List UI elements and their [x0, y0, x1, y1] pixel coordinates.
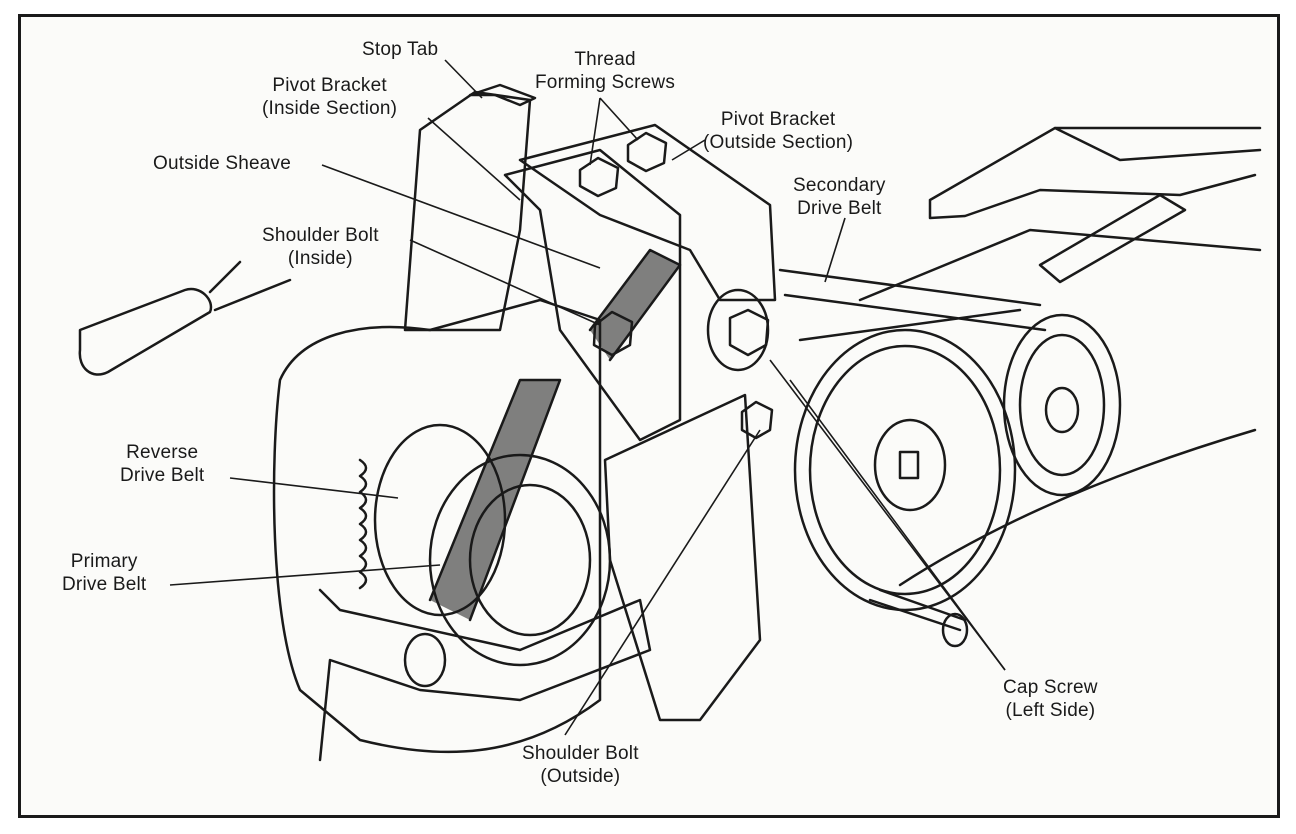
tension-spring — [358, 458, 368, 590]
thread-forming-screws — [578, 131, 668, 198]
axle-end — [941, 612, 969, 648]
leader-reverse-belt — [229, 477, 399, 499]
shoulder-bolt-outside-head — [740, 400, 774, 440]
deck-side — [858, 228, 1262, 587]
leader-shoulder-inside — [409, 239, 601, 326]
housing-plate — [272, 298, 602, 754]
label-secondary-drive-belt: Secondary Drive Belt — [793, 175, 886, 219]
label-reverse-drive-belt: Reverse Drive Belt — [120, 442, 205, 486]
leader-pivot-outside — [671, 139, 706, 161]
leader-primary-belt — [169, 564, 441, 586]
leader-secondary-belt — [824, 217, 846, 283]
label-primary-drive-belt: Primary Drive Belt — [62, 551, 147, 595]
leader-screw-1 — [589, 97, 601, 166]
lower-plate — [603, 393, 762, 722]
leader-stop-tab — [444, 59, 483, 99]
leader-shoulder-outside — [564, 429, 761, 736]
leader-cap-screw-2 — [789, 379, 1006, 671]
label-cap-screw-left-side: Cap Screw (Left Side) — [1003, 677, 1098, 721]
cable-wire — [208, 260, 292, 312]
pivot-bracket-inside — [503, 148, 682, 442]
stop-tab — [468, 83, 537, 107]
large-drive-pulley — [793, 328, 1017, 612]
label-thread-forming-screws: Thread Forming Screws — [535, 49, 676, 93]
rear-frame-plate — [928, 126, 1262, 220]
cable-handle — [78, 287, 213, 376]
label-stop-tab: Stop Tab — [362, 39, 439, 60]
label-pivot-bracket-inside: Pivot Bracket (Inside Section) — [262, 75, 398, 119]
bottom-bolt — [403, 632, 447, 688]
leader-outside-sheave — [321, 164, 601, 269]
bottom-linkage — [318, 588, 652, 762]
pivot-bracket-outside — [518, 123, 777, 302]
leader-pivot-inside — [427, 117, 521, 201]
stop-tab-bracket — [403, 90, 532, 332]
label-pivot-bracket-outside: Pivot Bracket (Outside Section) — [703, 109, 854, 153]
label-outside-sheave: Outside Sheave — [153, 153, 291, 174]
secondary-drive-belt-shape — [778, 268, 1047, 342]
side-bar — [1038, 193, 1187, 284]
leader-lines — [169, 59, 1006, 736]
leader-screw-2 — [599, 97, 639, 141]
cap-screw-left-side — [706, 288, 770, 372]
label-shoulder-bolt-inside: Shoulder Bolt (Inside) — [262, 225, 379, 269]
label-shoulder-bolt-outside: Shoulder Bolt (Outside) — [522, 743, 639, 787]
secondary-pulley — [1002, 313, 1122, 497]
